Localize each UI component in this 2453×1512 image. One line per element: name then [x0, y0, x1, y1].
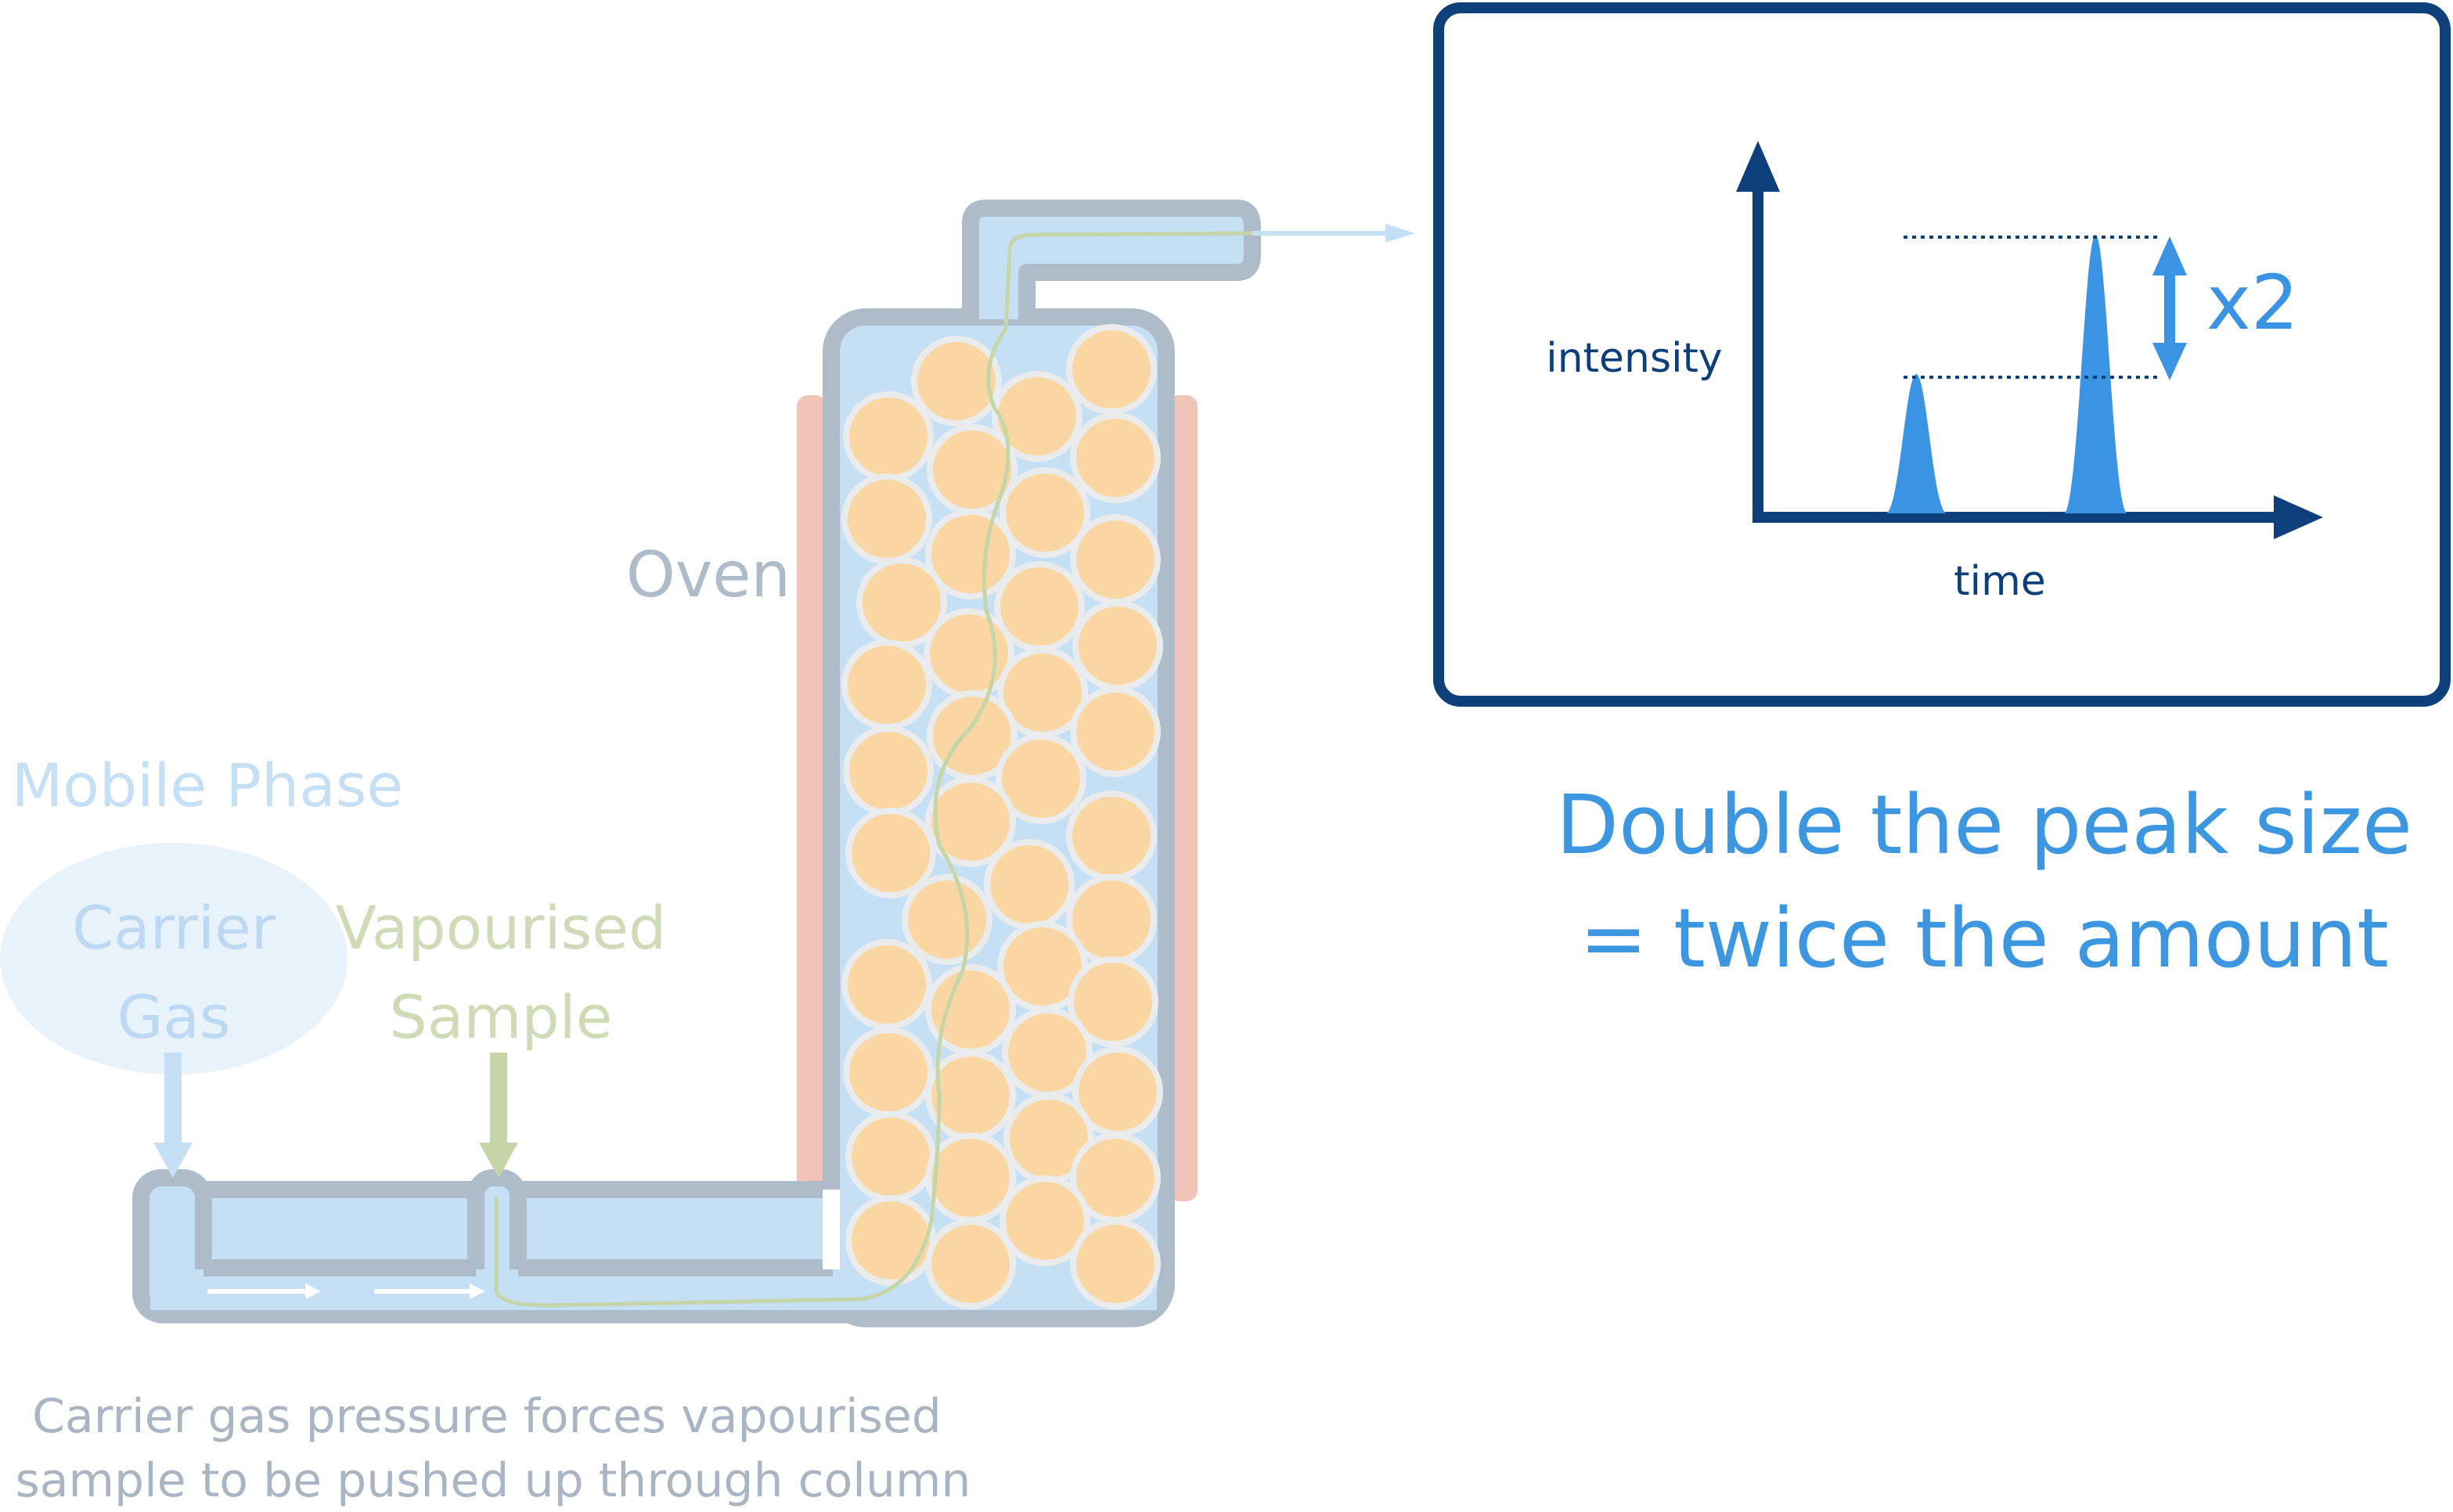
packing-bead [1000, 1175, 1090, 1266]
packing-bead [845, 808, 936, 898]
packing-bead [843, 725, 934, 816]
column-outlet [962, 200, 1261, 319]
packing-bead [984, 839, 1075, 930]
x-axis-arrowhead-icon [2274, 495, 2323, 539]
carrier-gas-label-line2: Gas [117, 982, 230, 1052]
carrier-gas-bubble [0, 843, 348, 1075]
packing-bead [843, 391, 934, 482]
peaks [1886, 235, 2127, 513]
packing-bead [1066, 324, 1157, 415]
stationary-phase-beads [841, 324, 1163, 1309]
packing-bead [1070, 514, 1161, 605]
packing-bead [925, 509, 1016, 599]
packing-bead [992, 371, 1082, 462]
packing-bead [845, 1111, 936, 1202]
y-axis-arrowhead-icon [1736, 141, 1780, 192]
packing-bead [1068, 956, 1158, 1047]
packing-bead [1070, 412, 1161, 503]
sample-path [494, 231, 1253, 1308]
multiplier-label: x2 [2206, 259, 2299, 347]
y-axis-label: intensity [1546, 335, 1722, 382]
packing-bead [841, 473, 932, 564]
chromatogram-peak-2 [2064, 235, 2127, 513]
packing-bead [925, 1219, 1016, 1309]
oven-heater-right [1168, 395, 1198, 1201]
packing-bead [996, 733, 1086, 824]
chromatogram-peak-1 [1886, 374, 1947, 513]
packing-bead [902, 874, 992, 965]
packing-bead [843, 1027, 934, 1118]
packing-bead [925, 776, 1016, 867]
headline-line1: Double the peak size [1556, 777, 2412, 873]
oven-heater-left [797, 395, 827, 1201]
flow-arrows [207, 1283, 485, 1299]
x-axis-label: time [1954, 558, 2045, 605]
packing-bead [845, 1195, 936, 1286]
packing-bead [1066, 790, 1157, 881]
caption-line1: Carrier gas pressure forces vapourised [32, 1389, 942, 1444]
double-arrow-icon [2152, 236, 2187, 380]
packing-bead [1070, 1219, 1161, 1309]
vapourised-sample-label-line1: Vapourised [336, 893, 667, 963]
packing-bead [841, 639, 932, 730]
headline-line2: = twice the amount [1580, 891, 2389, 986]
packing-bead [1070, 686, 1161, 777]
packing-bead [1072, 600, 1163, 691]
packing-bead [841, 939, 932, 1030]
chromatogram-panel [1433, 2, 2451, 707]
mobile-phase-label: Mobile Phase [12, 751, 403, 820]
vapourised-sample-label-line2: Sample [390, 982, 613, 1052]
packing-bead [925, 1132, 1016, 1223]
packing-bead [911, 336, 1002, 427]
caption-line2: sample to be pushed up through column [16, 1453, 971, 1508]
sample-down-arrow [479, 1053, 518, 1178]
carrier-gas-label-line1: Carrier [72, 893, 276, 963]
carrier-gas-down-arrow [153, 1053, 193, 1178]
chromatogram: intensity time x2 [1546, 141, 2323, 605]
packing-bead [1000, 467, 1090, 558]
oven-label: Oven [626, 538, 791, 611]
outlet-arrow [1252, 224, 1415, 243]
